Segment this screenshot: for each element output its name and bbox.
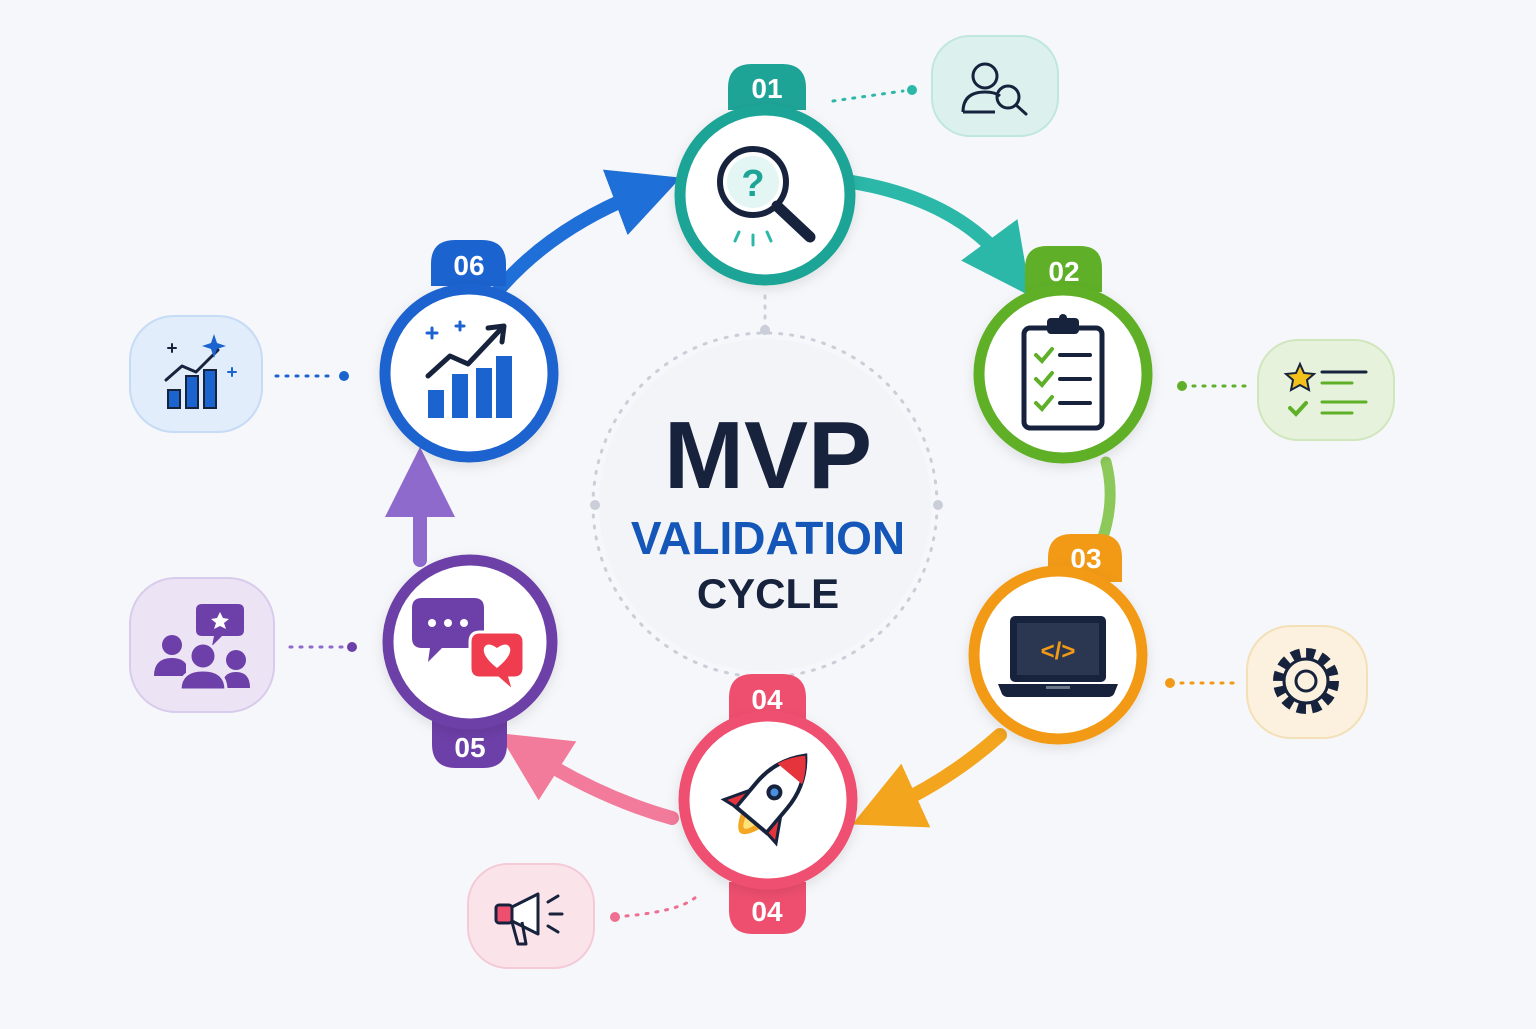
laptop-code-icon: </> <box>998 616 1118 697</box>
step-05-tab <box>432 716 507 768</box>
center-subtitle: VALIDATION <box>631 512 905 564</box>
step-02: 02 <box>973 246 1395 464</box>
team-feedback-icon <box>154 604 250 692</box>
step-05-number: 05 <box>454 732 485 763</box>
arrow-01-to-02 <box>845 175 1031 297</box>
arrow-06-to-01 <box>493 169 681 295</box>
bar-chart-sparkle-icon <box>164 334 237 409</box>
step-02-number: 02 <box>1048 256 1079 287</box>
center-hub-disc <box>599 339 931 671</box>
step-01-number: 01 <box>751 73 782 104</box>
center-hub-left-dot <box>590 500 600 510</box>
growth-chart-icon <box>425 320 512 418</box>
step-04: 04 04 <box>467 674 858 969</box>
arrow-03-to-04 <box>852 728 1007 828</box>
center-hub-right-dot <box>933 500 943 510</box>
step-02-tab <box>1025 246 1102 292</box>
rocket-icon <box>720 753 808 847</box>
step-01-connector-dot <box>907 85 917 95</box>
step-06-number: 06 <box>453 250 484 281</box>
step-02-side-card <box>1257 339 1395 441</box>
step-05-connector-dot <box>347 642 357 652</box>
cycle-arrows <box>385 169 1116 828</box>
step-01-tab <box>728 64 806 110</box>
step-06-connector-dot <box>339 371 349 381</box>
clipboard-checklist-icon <box>1021 314 1105 431</box>
step-04-dotted-connector <box>624 890 702 918</box>
center-hub-connector-dot <box>760 325 770 335</box>
user-search-icon <box>961 62 1028 116</box>
center-title: MVP <box>664 402 872 509</box>
chat-bubbles-icon <box>412 598 526 697</box>
arrow-02-to-03 <box>1096 456 1116 546</box>
megaphone-icon <box>494 892 564 946</box>
star-check-list-icon <box>1283 361 1368 417</box>
gear-icon <box>1273 648 1339 714</box>
step-06: 06 <box>129 240 559 463</box>
step-04-number-bottom: 04 <box>751 896 783 927</box>
step-01-dotted-connector <box>831 89 905 103</box>
step-02-connector-dot <box>1177 381 1187 391</box>
step-04-tab-bottom <box>729 882 806 934</box>
step-01: 01 ? <box>674 35 1059 286</box>
step-04-number-top: 04 <box>751 684 783 715</box>
svg-text:?: ? <box>741 163 764 205</box>
step-06-circle <box>379 283 559 463</box>
center-caption: CYCLE <box>697 570 839 617</box>
step-05: 05 <box>129 554 558 768</box>
step-01-side-card <box>931 35 1059 137</box>
center-hub: MVP VALIDATION CYCLE <box>590 294 943 679</box>
step-04-connector-dot <box>610 912 620 922</box>
magnifier-question-icon: ? <box>717 146 816 247</box>
step-03-connector-dot <box>1165 678 1175 688</box>
arrow-04-to-05 <box>498 733 679 825</box>
svg-text:</>: </> <box>1041 638 1076 665</box>
step-06-tab <box>431 240 506 286</box>
step-04-tab-top <box>729 674 806 720</box>
step-06-side-card <box>129 315 263 433</box>
step-03: 03 </> <box>968 534 1368 745</box>
